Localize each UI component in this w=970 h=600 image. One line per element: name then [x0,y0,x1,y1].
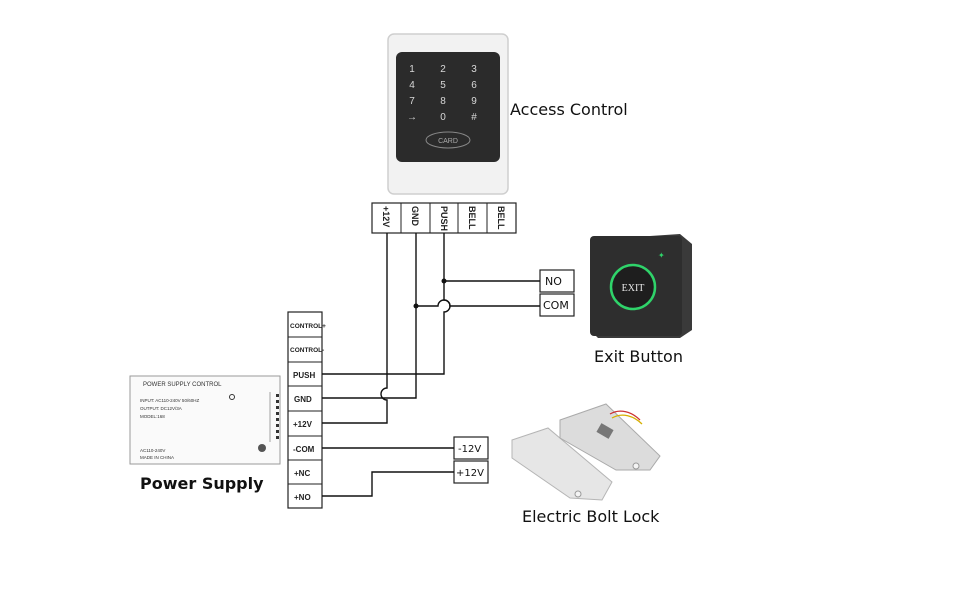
terminal-label: +12V [381,206,391,227]
keypad-key: 4 [409,80,415,91]
keypad-key: 7 [409,96,415,107]
terminal-strip [371,202,517,234]
panel-line: OUTPUT: DC12V/3A [140,406,182,411]
panel-heading: POWER SUPPLY CONTROL [143,382,222,388]
terminal-label: PUSH [293,371,315,380]
terminal-label: +NO [294,493,311,502]
power-supply-title: Power Supply [140,474,264,493]
panel-footer: MADE IN CHINA [140,455,174,460]
terminal-label: -12V [458,444,481,455]
terminal-label: PUSH [439,206,449,231]
keypad-key: 6 [471,80,477,91]
access-control-title: Access Control [510,100,628,119]
bolt-lock-device [511,403,661,501]
panel-line: MODEL:168 [140,414,165,419]
terminal-label: -COM [293,445,315,454]
keypad-key: 0 [440,112,446,123]
keypad-key: # [471,112,477,123]
keypad-key: 8 [440,96,446,107]
wire-push [322,233,451,375]
terminal-label: CONTROL+ [290,323,326,330]
terminal-label: BELL [496,206,506,230]
power-supply-device: POWER SUPPLY CONTROL INPUT: AC110-240V 5… [129,375,281,465]
wire-exit-com [416,299,540,307]
exit-button-title: Exit Button [594,347,683,366]
exit-button-device: EXIT ✦ [590,234,692,338]
wire-12v [322,233,388,424]
keypad-key: 9 [471,96,477,107]
exit-button-ring [609,263,657,311]
terminal-label: GND [410,206,420,227]
wire-gnd [322,233,417,399]
bolt-lock-strike [511,427,613,501]
wires [322,233,540,497]
panel-knob-icon [229,394,235,400]
terminal-label: +12V [293,420,313,429]
access-control-device: 1 2 3 4 5 6 7 8 9 → 0 # CARD [387,33,509,195]
power-supply-terminals: CONTROL+ CONTROL- PUSH GND +12V -COM +NC… [287,311,326,509]
terminal-label: +12V [456,468,484,479]
panel-line: INPUT: AC110-240V 50/60HZ [140,398,199,403]
power-supply-panel [129,375,281,465]
keypad-key: 3 [471,64,477,75]
keypad-key: 5 [440,80,446,91]
terminal-label: NO [545,275,562,288]
access-control-terminals: +12V GND PUSH BELL BELL [371,202,517,234]
wire-nc-lock [322,471,454,497]
card-reader-ring [425,131,471,149]
keypad-keys: 1 2 3 4 5 6 7 8 9 → 0 # [407,64,477,123]
terminal-label: CONTROL- [290,347,324,354]
card-label: CARD [438,138,458,145]
exit-button-terminals: NO COM [539,269,575,317]
exit-face-label: EXIT [622,283,645,294]
bolt-lock-terminals: -12V +12V [453,436,489,484]
svg-text:✦: ✦ [658,251,665,260]
terminal-label: +NC [294,469,310,478]
keypad-key: → [407,112,417,123]
keypad-key: 2 [440,64,446,75]
keypad-key: 1 [409,64,415,75]
bolt-lock-body [559,403,661,471]
terminal-label: BELL [467,206,477,230]
terminal-label: COM [543,299,569,312]
panel-plug-icon [258,444,266,452]
bolt-lock-title: Electric Bolt Lock [522,507,660,526]
panel-footer: AC110-240V [140,448,165,453]
terminal-label: GND [294,395,312,404]
keypad-face [396,52,500,162]
